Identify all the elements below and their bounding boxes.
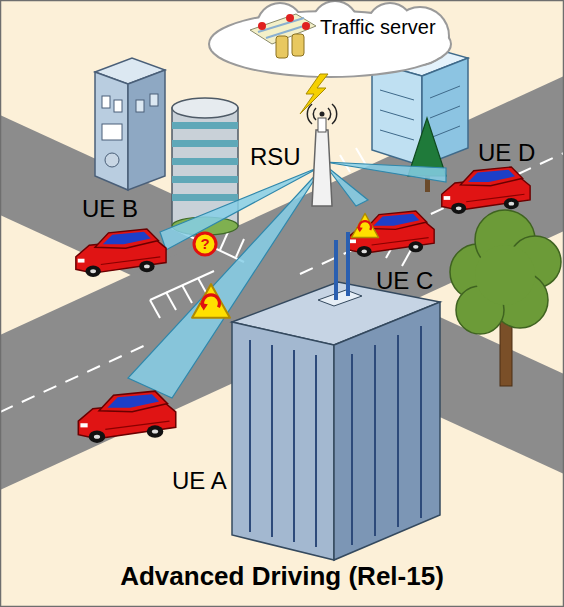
left-building — [128, 70, 165, 190]
roads — [166, 292, 176, 310]
big-tree — [450, 210, 561, 386]
ue-label: UE D — [478, 140, 535, 166]
roads — [150, 300, 160, 318]
main-building — [336, 232, 348, 300]
left-building — [136, 100, 144, 112]
lightning-bolt — [300, 74, 328, 114]
round-building — [172, 122, 238, 129]
main-building — [346, 232, 350, 296]
rsu-label: RSU — [250, 144, 301, 170]
main-building — [397, 335, 399, 527]
main-building — [318, 290, 362, 306]
query-mark: ? — [200, 236, 209, 253]
car-ue-a — [78, 391, 175, 443]
rsu-tower — [307, 104, 336, 206]
main-building — [351, 354, 353, 545]
ue-label: UE A — [172, 468, 227, 494]
right-building — [372, 62, 422, 166]
ue-label: UE B — [82, 196, 138, 222]
rsu-tower — [312, 130, 332, 206]
left-building — [102, 124, 122, 140]
round-building — [172, 140, 238, 147]
cloud — [210, 2, 450, 76]
round-building — [172, 98, 238, 118]
warning-signs — [192, 284, 230, 318]
radio-beams — [325, 162, 446, 182]
round-building — [172, 158, 238, 165]
car-ue-c — [348, 211, 434, 257]
main-building — [232, 232, 440, 560]
left-building — [105, 153, 119, 167]
big-tree — [475, 245, 535, 305]
roads — [356, 148, 366, 165]
right-building — [430, 126, 460, 138]
main-building — [232, 322, 334, 560]
big-tree — [475, 245, 535, 305]
round-building — [172, 176, 238, 183]
rsu-tower — [307, 104, 336, 124]
main-building — [249, 340, 251, 532]
server-label: Traffic server — [320, 16, 436, 38]
main-building — [334, 240, 338, 300]
left-building — [95, 58, 165, 190]
right-building — [430, 86, 460, 98]
car-ue-a — [78, 391, 175, 443]
right-building — [380, 130, 414, 140]
rsu-tower — [313, 108, 330, 120]
radio-beams — [160, 166, 322, 250]
right-building — [380, 90, 414, 100]
right-building — [380, 110, 414, 120]
main-building — [374, 345, 376, 536]
car-ue-c — [348, 211, 434, 257]
round-building — [172, 194, 238, 201]
rsu-tower — [318, 118, 326, 132]
car-ue-d — [442, 167, 530, 214]
main-building — [271, 345, 273, 537]
right-building — [380, 86, 460, 140]
warning-signs — [194, 233, 216, 255]
caption: Advanced Driving (Rel-15) — [120, 562, 444, 591]
roads — [220, 232, 228, 250]
cloud — [258, 22, 266, 30]
cloud — [286, 14, 294, 22]
left-building — [114, 100, 122, 112]
cloud — [276, 36, 288, 58]
warning-signs — [352, 214, 379, 238]
big-tree — [450, 210, 561, 334]
left-building — [150, 94, 158, 106]
right-building — [430, 106, 460, 118]
main-building — [293, 350, 295, 542]
rsu-tower — [320, 112, 325, 117]
car-ue-b — [76, 229, 166, 277]
lightning-bolt — [300, 74, 328, 114]
left-building — [95, 72, 128, 190]
roads — [182, 285, 192, 303]
warning-signs — [192, 214, 378, 318]
left-building — [102, 96, 110, 108]
main-building — [334, 302, 440, 560]
cloud — [210, 2, 450, 76]
cloud — [210, 2, 450, 76]
main-building — [420, 326, 422, 518]
main-building — [315, 355, 317, 547]
car-ue-b — [76, 229, 166, 277]
cloud — [302, 22, 310, 30]
ue-label: UE C — [376, 268, 433, 294]
main-building — [250, 326, 421, 547]
cloud — [292, 34, 304, 56]
car-ue-d — [442, 167, 530, 214]
